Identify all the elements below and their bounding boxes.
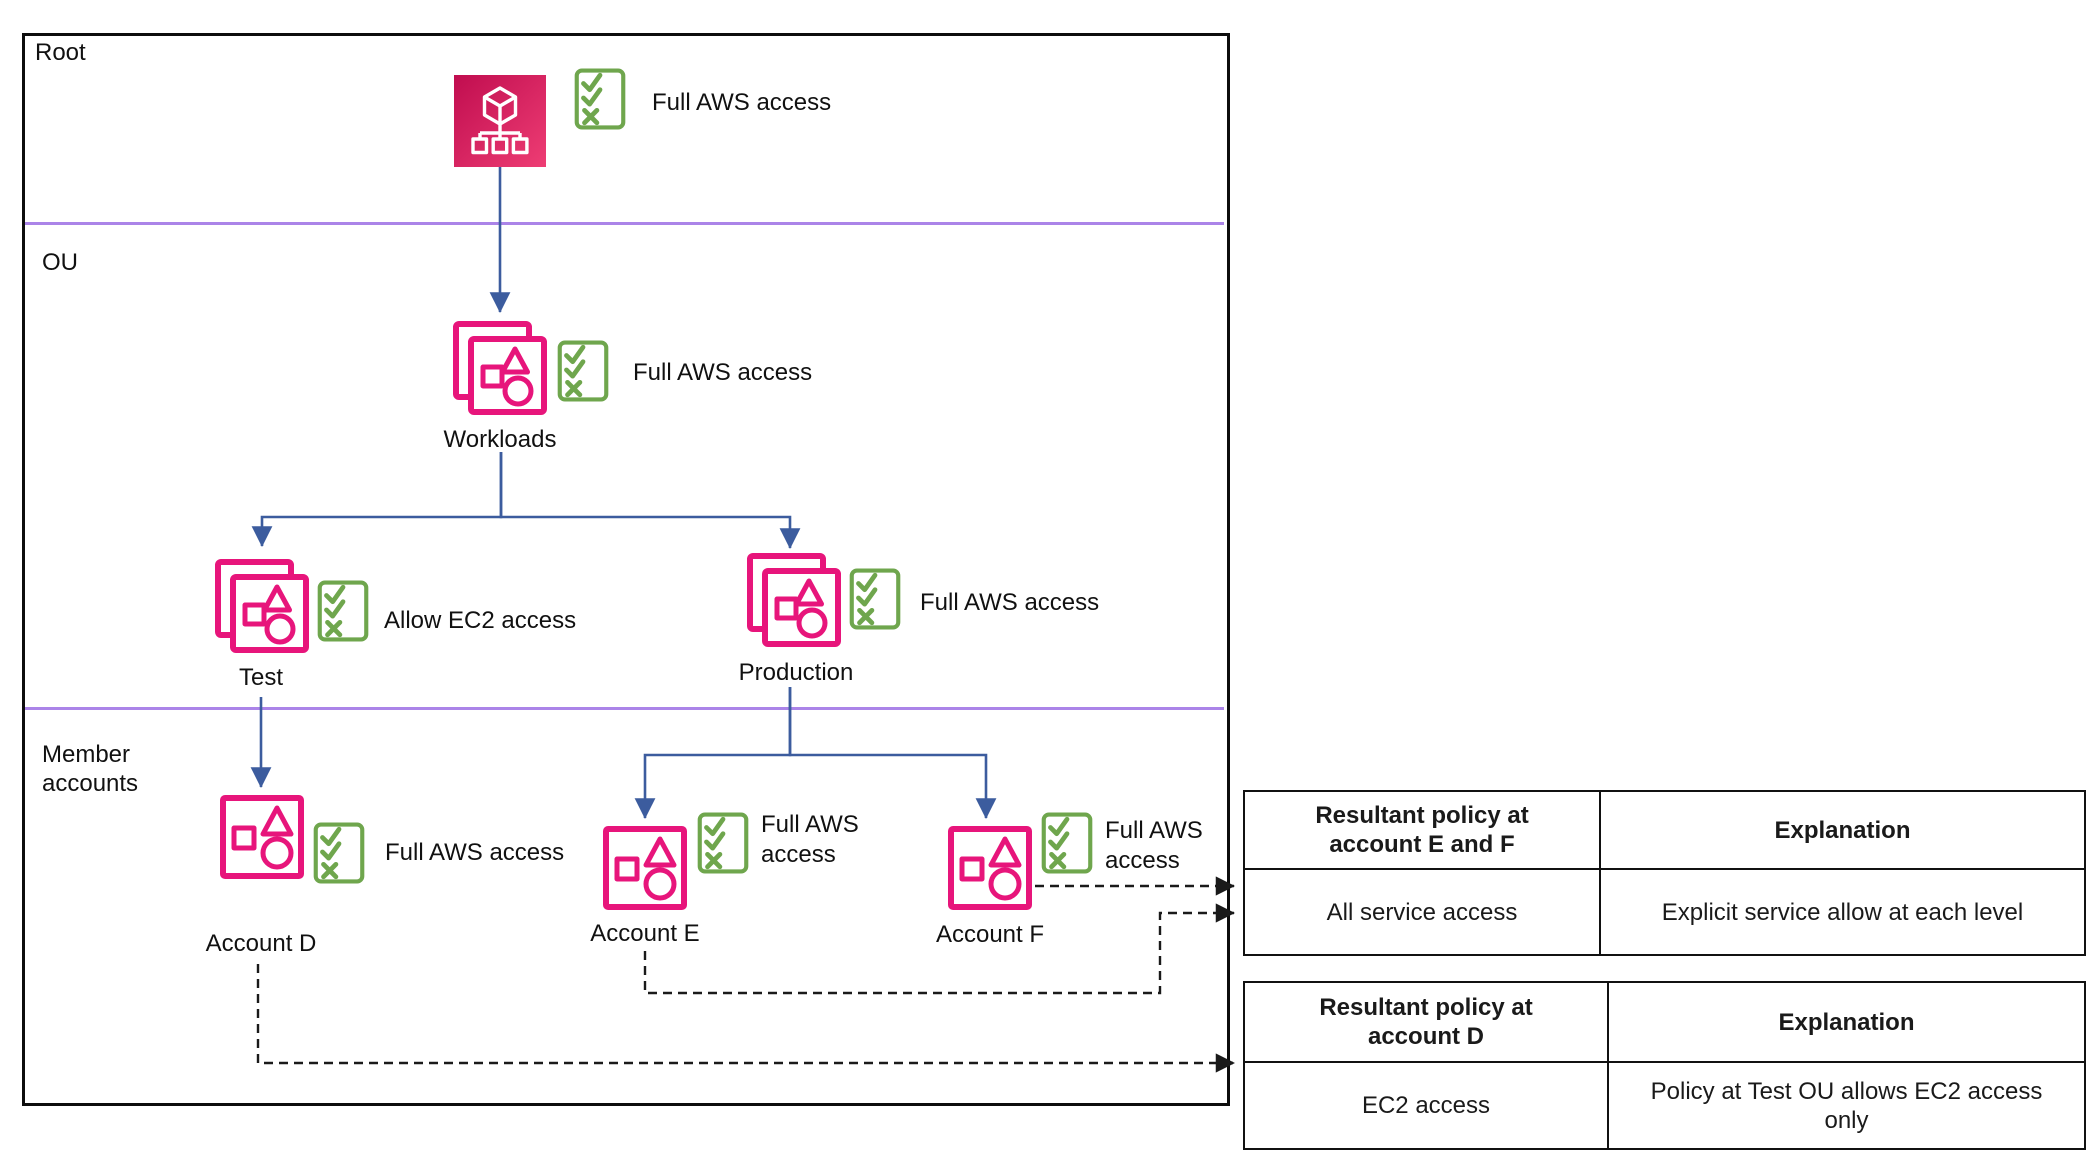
table-d-cell-explanation: Policy at Test OU allows EC2 access only [1650,1077,2043,1134]
account-f-policy-label: Full AWS access [1105,817,1203,874]
resultant-policy-table-d: Resultant policy at account D Explanatio… [1243,981,2086,1150]
account-icon-e [603,826,687,910]
table-d-header-policy: Resultant policy at account D [1245,983,1609,1063]
workloads-node-label: Workloads [443,426,557,453]
section-label-ou: OU [42,249,78,276]
section-label-member-accounts: Member accounts [42,741,139,797]
test-policy-label: Allow EC2 access [384,607,577,634]
root-policy-label: Full AWS access [652,89,832,116]
section-label-root: Root [35,39,86,66]
workloads-policy-label: Full AWS access [633,359,813,386]
root-ou-divider [25,222,1224,225]
table-ef-header-policy: Resultant policy at account E and F [1245,792,1601,870]
account-e-policy-checklist-icon [697,812,749,874]
ou-member-divider [25,707,1224,710]
account-icon-d [220,795,304,879]
account-d-policy-checklist-icon [313,822,365,884]
account-d-node-label: Account D [205,930,317,957]
test-node-label: Test [238,664,283,691]
account-f-node-label: Account F [935,921,1045,948]
table-ef-header-explanation: Explanation [1601,792,2084,870]
org-boundary-box [22,33,1230,1106]
account-icon-f [948,826,1032,910]
table-d-header-explanation: Explanation [1609,983,2084,1063]
production-policy-label: Full AWS access [920,589,1100,616]
account-e-node-label: Account E [590,920,700,947]
ou-icon-test [215,559,309,653]
resultant-policy-table-ef: Resultant policy at account E and F Expl… [1243,790,2086,956]
table-ef-cell-policy: All service access [1245,870,1601,954]
production-node-label: Production [738,659,854,686]
account-d-policy-label: Full AWS access [385,839,565,866]
organizations-icon-glyph [471,86,529,155]
ou-icon-production [747,553,841,647]
table-d-cell-policy: EC2 access [1245,1063,1609,1148]
production-policy-checklist-icon [849,568,901,630]
account-e-policy-label: Full AWS access [761,811,859,868]
workloads-policy-checklist-icon [557,340,609,402]
test-policy-checklist-icon [317,580,369,642]
root-policy-checklist-icon [574,68,626,130]
aws-organizations-icon [454,75,546,167]
table-ef-cell-explanation: Explicit service allow at each level [1661,898,2024,926]
ou-icon-workloads [453,321,547,415]
account-f-policy-checklist-icon [1041,812,1093,874]
